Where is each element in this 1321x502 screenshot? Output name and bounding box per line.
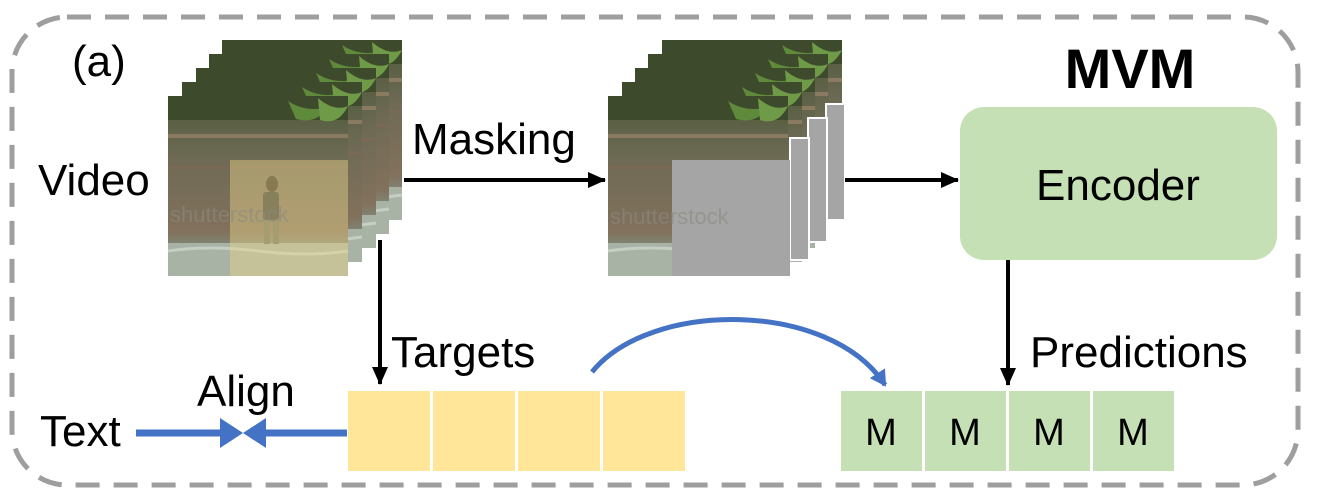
targets-label: Targets [391, 328, 535, 377]
prediction-token-label: M [949, 412, 981, 454]
text-label: Text [40, 407, 121, 456]
target-token [348, 391, 430, 471]
target-token [518, 391, 600, 471]
watermark-text: shutterstock [170, 202, 290, 227]
panel-label: (a) [72, 37, 126, 86]
target-token [433, 391, 515, 471]
predictions-label: Predictions [1030, 328, 1248, 377]
prediction-token [1093, 391, 1174, 471]
target-token-row [348, 391, 685, 471]
prediction-token [841, 391, 922, 471]
video-frame-stack: shutterstock [166, 38, 404, 278]
encoder-box [960, 107, 1277, 260]
panel-border [9, 14, 1301, 488]
mask-block [672, 160, 790, 276]
masking-label: Masking [412, 115, 576, 164]
prediction-token [925, 391, 1006, 471]
prediction-token-label: M [865, 412, 897, 454]
align-label: Align [197, 367, 295, 416]
prediction-token [1009, 391, 1090, 471]
watermark-text-masked: shutterstock [610, 204, 730, 229]
masked-frame-stack: shutterstock [606, 38, 846, 278]
video-label: Video [38, 156, 150, 205]
target-token [603, 391, 685, 471]
prediction-token-label: M [1033, 412, 1065, 454]
prediction-token-label: M [1117, 412, 1149, 454]
target-region-overlay [230, 160, 348, 276]
target-to-prediction-arrow [590, 317, 888, 387]
encoder-label: Encoder [1036, 161, 1200, 210]
panel-title: MVM [1065, 37, 1196, 100]
